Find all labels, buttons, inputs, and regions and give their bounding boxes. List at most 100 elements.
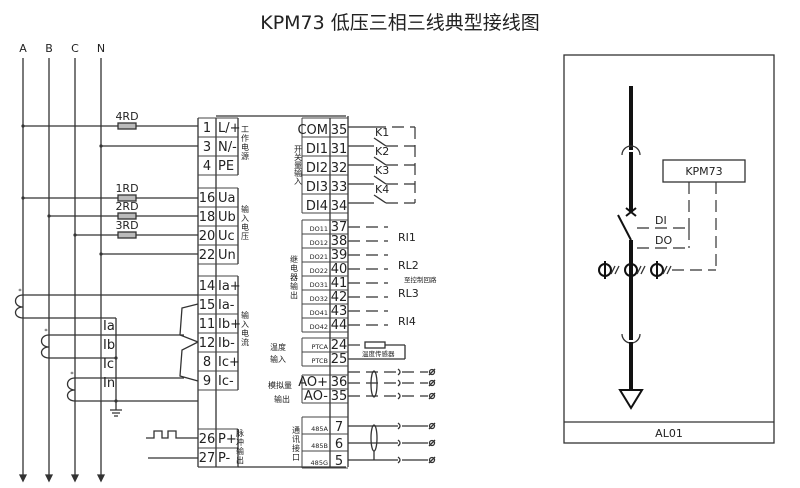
terminal-label-DO22: DO22 [310,267,328,275]
char: 电 [241,328,249,338]
switch-label-K4: K4 [375,183,389,196]
junction-dot [47,214,51,218]
terminal-number-14: 14 [199,279,216,294]
terminal-label-DO42: DO42 [310,323,328,331]
terminal-screw-icon [428,456,436,464]
relay-label-RI1: RI1 [398,231,416,244]
device-label: KPM73 [685,165,722,178]
switch-contact-K1 [373,137,387,147]
terminal-number-43: 43 [331,304,348,319]
terminal-label-Ua: Ua [218,191,235,206]
junction-dot [21,124,25,128]
terminal-label-Ic+: Ic+ [218,355,240,370]
terminal-label-Un: Un [218,248,236,263]
ct-slash [614,265,620,275]
fuse-1RD [117,194,137,202]
terminal-number-26: 26 [199,432,216,447]
phase-label-B: B [45,42,53,55]
char: 输 [241,204,249,214]
wire-jumper-a [179,303,199,343]
terminal-number-42: 42 [331,290,348,305]
char: 工 [241,125,249,134]
terminal-label-DO41: DO41 [310,309,328,317]
terminal-screw-slash [428,439,436,447]
fuse-1RD-label: 1RD [115,182,138,195]
junction-dot [114,399,118,403]
connector-icon [397,392,401,400]
busbar-thick [629,315,633,337]
ct-b-icon-polarity-mark: * [44,327,48,335]
ct-b-icon [40,334,50,359]
terminal-number-20: 20 [199,229,216,244]
ct-a-icon-polarity-mark: * [18,287,22,295]
char: 输 [236,446,244,456]
char: 脉 [236,428,244,438]
terminal-number-3: 3 [203,140,211,155]
terminal-label-PTCA: PTCA [312,343,329,351]
wire-jumper-b [179,341,199,382]
char: 口 [292,453,300,462]
ct-slash [636,265,642,275]
terminal-number-22: 22 [199,248,216,263]
terminal-number-37: 37 [331,220,348,235]
char: 电 [241,222,249,232]
terminal-label-DI3: DI3 [306,180,328,195]
pulse-waveform-icon [146,430,198,439]
fuse-2RD-label: 2RD [115,200,138,213]
terminal-label-DO31: DO31 [310,281,328,289]
terminal-number-24: 24 [331,338,348,353]
ct-c-icon [66,377,76,402]
terminal-number-41: 41 [331,276,348,291]
switch-label-K2: K2 [375,145,389,158]
char: 出 [236,455,244,465]
ct-slash [640,265,646,275]
relay-label-RL2: RL2 [398,259,419,272]
connector-icon [397,379,401,387]
fuse-2RD [117,212,137,220]
char: 输 [294,168,302,178]
terminal-number-36: 36 [331,375,348,390]
terminal-label-COM: COM [297,123,328,138]
terminal-label-DO11: DO11 [310,225,328,233]
terminal-number-39: 39 [331,248,348,263]
switch-label-K3: K3 [375,164,389,177]
terminal-label-Ib-: Ib- [218,336,235,351]
fuse-4RD-label: 4RD [115,110,138,123]
terminal-label-P+: P+ [218,432,237,447]
connector-icon [397,422,401,430]
char: 接 [292,443,300,453]
char: 开 [294,145,302,154]
char: 入 [241,320,249,329]
terminal-number-40: 40 [331,262,348,277]
terminal-label-P-: P- [218,451,231,466]
junction-dot [99,144,103,148]
char: 出 [290,290,298,300]
terminal-number-8: 8 [203,355,211,370]
kpm73-device-box [662,159,746,183]
terminal-number-6: 6 [335,437,343,452]
fuse-3RD [117,231,137,239]
char: 冲 [236,437,244,447]
terminal-label-L/+: L/+ [218,121,241,136]
terminal-number-25: 25 [331,352,348,367]
relay-label-RI4: RI4 [398,315,416,328]
ct-label-In: In [103,376,115,391]
load-arrow-icon [618,389,644,410]
panel-footer-label: AL01 [655,427,683,440]
char: 量 [294,161,302,170]
junction-dot [114,356,118,360]
terminal-label-AO-: AO- [304,389,328,404]
group-label-temp-input-2: 输入 [270,354,286,364]
relay-label-RL3: RL3 [398,287,419,300]
terminal-label-Ic-: Ic- [218,374,234,389]
terminal-screw-icon [428,422,436,430]
connector-icon [397,439,401,447]
ct-label-Ic: Ic [103,357,114,372]
terminal-screw-slash [428,422,436,430]
terminal-label-DO12: DO12 [310,239,328,247]
terminal-label-485B: 485B [311,442,328,450]
